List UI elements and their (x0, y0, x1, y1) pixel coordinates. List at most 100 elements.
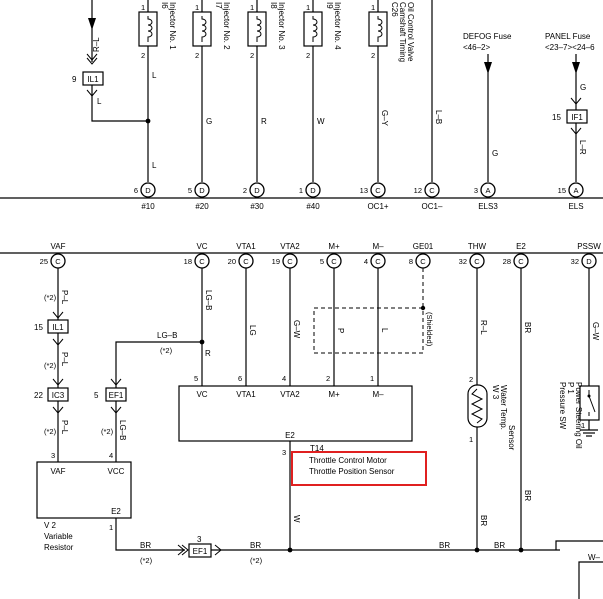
svg-text:#40: #40 (306, 202, 320, 211)
svg-text:1: 1 (306, 3, 310, 12)
svg-text:BR: BR (523, 490, 532, 501)
svg-text:4: 4 (282, 374, 286, 383)
svg-text:G–W: G–W (591, 322, 600, 341)
svg-text:C: C (375, 257, 381, 266)
svg-text:I7: I7 (214, 2, 223, 9)
svg-text:1: 1 (469, 435, 473, 444)
svg-text:L–R: L–R (578, 140, 587, 155)
wire-rl-top: R–L (92, 37, 101, 52)
connector-il1-top: IL1 9 (72, 71, 104, 86)
svg-text:(*2): (*2) (44, 293, 57, 302)
svg-text:P–L: P–L (60, 290, 69, 305)
svg-text:3: 3 (474, 186, 478, 195)
injector-i7: 1 2 I7 Injector No. 2 G (192, 0, 231, 182)
svg-text:OC1+: OC1+ (367, 202, 388, 211)
svg-text:EF1: EF1 (193, 547, 208, 556)
svg-text:VAF: VAF (51, 467, 66, 476)
svg-text:BR: BR (494, 541, 505, 550)
svg-text:20: 20 (228, 257, 236, 266)
svg-text:W 3: W 3 (491, 385, 500, 400)
svg-text:ELS: ELS (568, 202, 583, 211)
svg-text:Resistor: Resistor (44, 543, 74, 552)
svg-text:I6: I6 (160, 2, 169, 9)
connector-ef1: EF1 5 (94, 387, 127, 402)
svg-text:2: 2 (326, 374, 330, 383)
svg-text:VTA1: VTA1 (236, 242, 256, 251)
svg-text:P 1: P 1 (566, 382, 575, 394)
svg-text:32: 32 (571, 257, 579, 266)
svg-text:BR: BR (523, 322, 532, 333)
svg-text:(Shielded): (Shielded) (425, 312, 434, 347)
svg-text:15: 15 (552, 113, 561, 122)
ecu-pin-c28: C28 (503, 253, 529, 269)
ecu-bottom-pins: C25 C18 C20 C19 C5 C4 C8 C32 C28 D32 (40, 253, 597, 269)
svg-text:Water Temp.: Water Temp. (499, 385, 508, 430)
svg-text:1: 1 (299, 186, 303, 195)
svg-text:1: 1 (195, 3, 199, 12)
svg-text:R: R (261, 117, 267, 126)
svg-text:E2: E2 (516, 242, 526, 251)
ecu-pin-d32: D32 (571, 253, 597, 269)
svg-text:32: 32 (459, 257, 467, 266)
svg-text:VTA2: VTA2 (280, 390, 300, 399)
wire-br-right (555, 540, 603, 550)
svg-text:P–L: P–L (60, 420, 69, 435)
svg-text:A: A (573, 186, 578, 195)
svg-text:(*2): (*2) (250, 556, 263, 565)
svg-text:(*2): (*2) (140, 556, 153, 565)
svg-text:E2: E2 (111, 507, 121, 516)
svg-text:THW: THW (468, 242, 487, 251)
svg-text:<46–2>: <46–2> (463, 43, 490, 52)
svg-text:D: D (310, 186, 316, 195)
svg-text:L: L (380, 328, 389, 333)
svg-text:L: L (152, 71, 157, 80)
svg-text:IF1: IF1 (571, 113, 583, 122)
ecu-pin-c4: C4 (364, 253, 386, 269)
svg-text:#10: #10 (141, 202, 155, 211)
svg-text:22: 22 (34, 391, 43, 400)
svg-text:M–: M– (372, 390, 384, 399)
connector-ic3: IC3 22 (34, 387, 69, 402)
svg-text:1: 1 (371, 3, 375, 12)
svg-text:9: 9 (72, 75, 77, 84)
svg-text:G–Y: G–Y (380, 110, 389, 127)
svg-text:C: C (55, 257, 61, 266)
svg-text:OC1–: OC1– (422, 202, 443, 211)
svg-text:E2: E2 (285, 431, 295, 440)
svg-text:3: 3 (197, 535, 202, 544)
svg-text:BR: BR (479, 515, 488, 526)
svg-text:15: 15 (34, 323, 43, 332)
svg-text:4: 4 (364, 257, 368, 266)
svg-text:12: 12 (414, 186, 422, 195)
svg-text:4: 4 (109, 451, 113, 460)
svg-text:M–: M– (372, 242, 384, 251)
throttle-ref: T14 (310, 444, 324, 453)
wire-w-right (578, 561, 603, 599)
svg-text:C: C (518, 257, 524, 266)
svg-text:C: C (243, 257, 249, 266)
svg-text:Oil Control Valve: Oil Control Valve (406, 2, 415, 62)
ground-symbol (580, 429, 598, 437)
svg-text:Injector No. 2: Injector No. 2 (222, 2, 231, 50)
shield-dashed-box: (Shielded) (313, 268, 434, 354)
water-temp-sensor-w3: W 3 Water Temp. Sensor (467, 384, 516, 451)
svg-text:I9: I9 (325, 2, 334, 9)
ecu-pin-d5: D5#20 (188, 182, 210, 211)
svg-text:C: C (287, 257, 293, 266)
ecu-pin-c5: C5 (320, 253, 342, 269)
svg-text:C: C (331, 257, 337, 266)
svg-text:#30: #30 (250, 202, 264, 211)
svg-text:P–L: P–L (60, 352, 69, 367)
pressure-switch-p1: P 1 Power Steering Oil Pressure SW (558, 382, 600, 449)
svg-text:2: 2 (195, 51, 199, 60)
svg-text:W: W (317, 117, 325, 126)
svg-text:Variable: Variable (44, 532, 73, 541)
svg-text:D: D (254, 186, 260, 195)
throttle-body: VC VTA1 VTA2 M+ M– 5 6 4 2 1 E2 (178, 374, 413, 442)
svg-text:2: 2 (243, 186, 247, 195)
